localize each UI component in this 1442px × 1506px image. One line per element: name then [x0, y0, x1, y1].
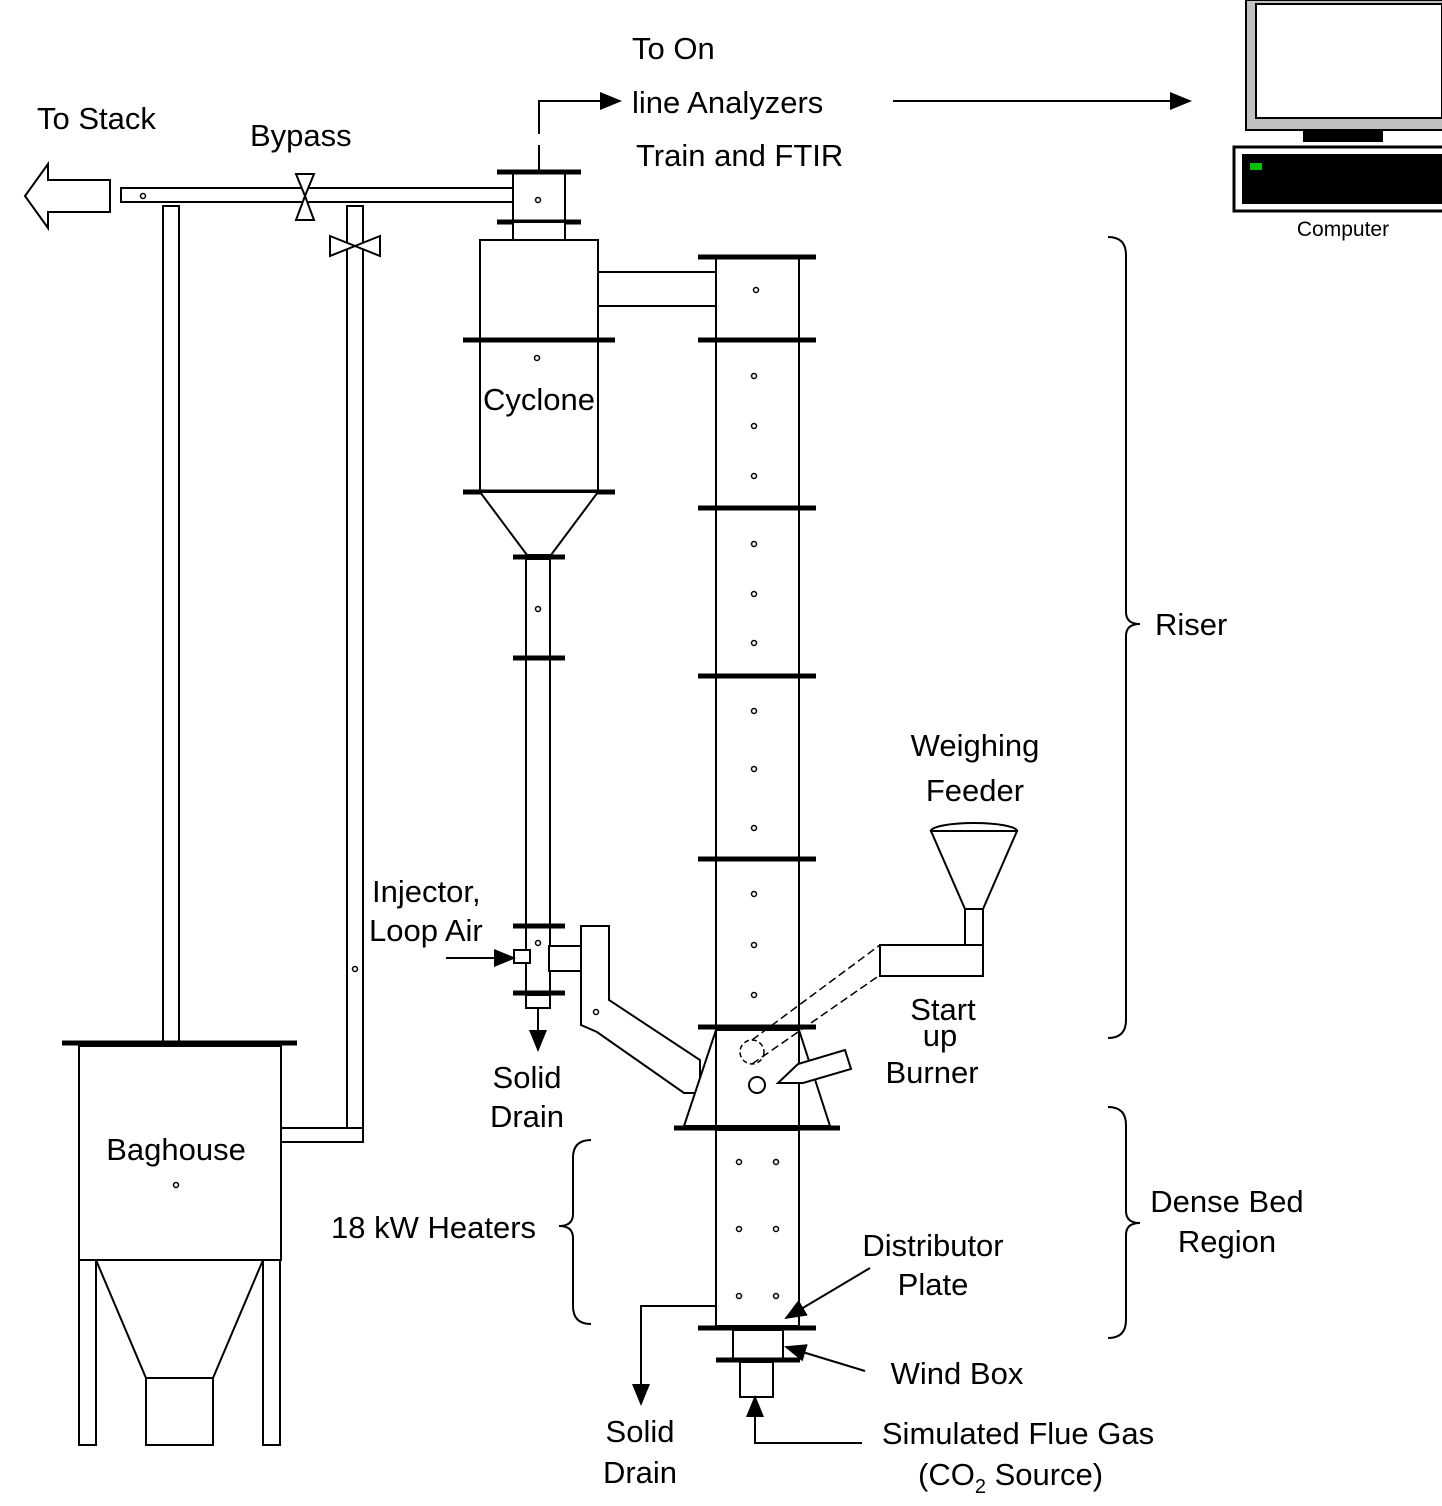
analyzers-label-line3: Train and FTIR: [636, 138, 843, 173]
bottom-solid-drain-label-line2: Drain: [603, 1455, 677, 1490]
dense-bed-label-line2: Region: [1178, 1224, 1276, 1259]
baghouse-hopper-outlet: [145, 1377, 214, 1446]
cyclone-solid-drain-label-line2: Drain: [490, 1099, 564, 1134]
dense-bed-column: [715, 1129, 800, 1327]
baghouse-exhaust-pipe: [162, 205, 180, 1043]
flue-gas-label-line2: (CO2 Source): [918, 1457, 1103, 1498]
analyzer-sample-arrow: [538, 92, 622, 134]
heaters-label: 18 kW Heaters: [331, 1210, 536, 1245]
distributor-pointer: [784, 1267, 871, 1320]
heaters-brace: [558, 1139, 592, 1325]
baghouse-inlet-pipe: [346, 205, 364, 1129]
dense-bed-brace: [1107, 1106, 1141, 1339]
analyzers-label-line1: To On: [632, 31, 715, 66]
gas-inlet-pipe: [739, 1361, 774, 1398]
loop-seal-connector: [548, 945, 582, 972]
analyzers-label-line2: line Analyzers: [632, 85, 823, 120]
weighing-feeder-label-line2: Feeder: [926, 773, 1024, 808]
startup-burner-label-line1: Start: [910, 992, 976, 1027]
startup-burner-label-line2: up: [923, 1018, 957, 1053]
top-exhaust-duct: [120, 187, 514, 203]
bottom-solid-drain-label-line1: Solid: [606, 1414, 675, 1449]
downcomer-standpipe: [525, 558, 551, 994]
computer-icon: [1232, 0, 1442, 213]
injector-label-line1: Injector,: [372, 874, 481, 909]
injector-label-line2: Loop Air: [369, 913, 483, 948]
bottom-solid-drain-arrow: [632, 1305, 716, 1406]
injector-nozzle[interactable]: [513, 949, 531, 964]
bypass-valve-icon: [294, 173, 316, 221]
wind-box-pointer: [784, 1344, 866, 1372]
cyclone-label: Cyclone: [483, 382, 595, 417]
startup-burner-label-line3: Burner: [885, 1055, 978, 1090]
riser-label: Riser: [1155, 607, 1227, 642]
dense-bed-label-line1: Dense Bed: [1150, 1184, 1303, 1219]
riser-brace: [1107, 236, 1141, 1039]
cyclone-cone: [478, 491, 600, 556]
baghouse-leg-left: [78, 1259, 97, 1446]
baghouse-inlet-connector: [281, 1127, 364, 1143]
flue-gas-label-line1: Simulated Flue Gas: [882, 1416, 1154, 1451]
baghouse-label: Baghouse: [106, 1132, 246, 1167]
heater-ports: [735, 1158, 780, 1300]
stack-outlet-arrow-icon: [23, 160, 111, 232]
distributor-label-line2: Plate: [898, 1267, 969, 1302]
weighing-feeder-label-line1: Weighing: [911, 728, 1040, 763]
wind-box-label: Wind Box: [891, 1356, 1024, 1391]
baghouse-hopper: [95, 1259, 264, 1379]
riser-cyclone-crossover: [597, 271, 717, 307]
inlet-valve-icon: [329, 234, 381, 258]
baghouse-leg-right: [262, 1259, 281, 1446]
bypass-label: Bypass: [250, 118, 352, 153]
port-dot: [139, 192, 147, 200]
wind-box: [732, 1329, 784, 1361]
baghouse-body: [78, 1045, 282, 1261]
flue-gas-inlet-arrow: [746, 1395, 862, 1444]
port-dot: [351, 965, 359, 973]
solids-return-leg: [580, 925, 701, 1094]
weighing-feeder: [879, 822, 1019, 977]
cyclone-body: [479, 239, 599, 493]
riser-sample-ports: [750, 286, 760, 999]
cyclone-solid-drain-label-line1: Solid: [493, 1060, 562, 1095]
to-stack-label: To Stack: [37, 101, 156, 136]
computer-label: Computer: [1297, 218, 1389, 241]
distributor-label-line1: Distributor: [862, 1228, 1003, 1263]
startup-burner-port-icon: [748, 1076, 766, 1094]
riser-column: [715, 256, 800, 1028]
startup-burner-icon: [775, 1048, 853, 1084]
